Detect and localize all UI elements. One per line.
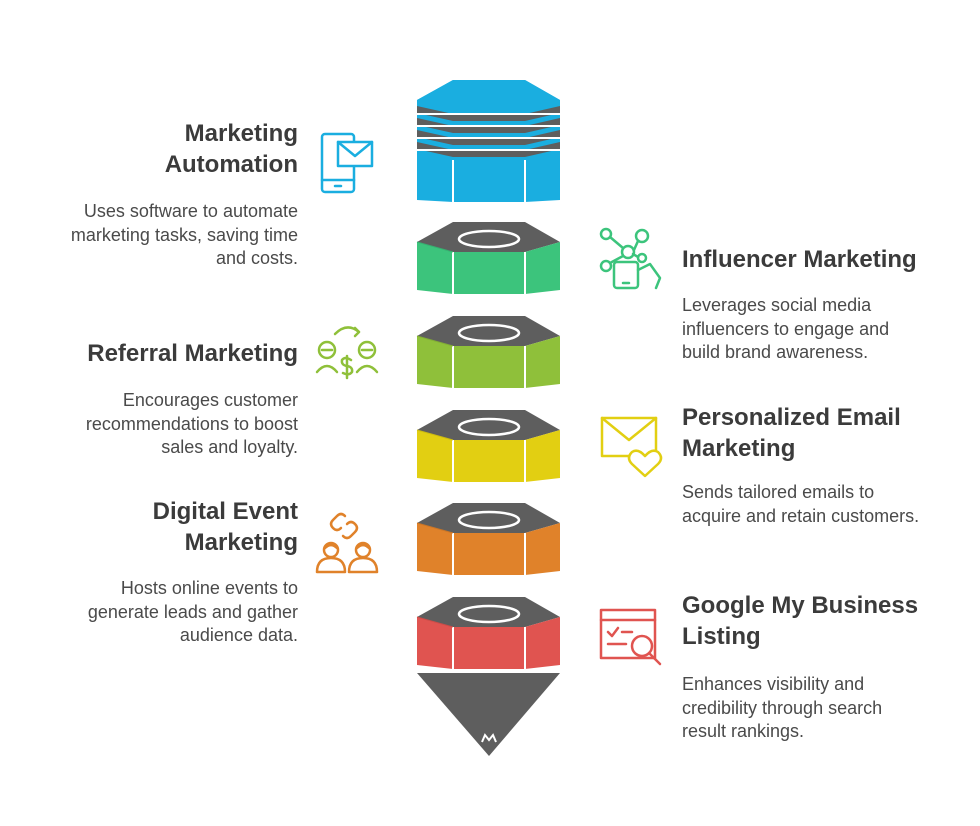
segment-referral-hole <box>457 323 521 343</box>
influencer-marketing-description: Leverages social media influencers to en… <box>682 295 890 362</box>
mobile-email-icon <box>320 132 374 194</box>
segment-influencer-hole <box>457 229 521 249</box>
segment-google-my-business-top <box>417 597 560 627</box>
pencil-tip <box>417 673 560 756</box>
envelope-heart-icon <box>600 416 663 478</box>
segment-influencer-top <box>417 222 560 252</box>
segment-referral-seam <box>416 335 454 347</box>
segment-personalized-email-seam <box>416 429 454 441</box>
referral-marketing-description: Encourages customer recommendations to b… <box>85 390 298 457</box>
google-my-business-listing-title: Google My Business Listing <box>682 592 919 650</box>
segment-personalized-email-top <box>417 410 560 440</box>
digital-event-marketing-description: Hosts online events to generate leads an… <box>87 578 298 645</box>
segment-google-my-business-seam <box>416 616 454 628</box>
segment-top-cap <box>417 80 560 106</box>
pencil-tip-mark <box>481 733 497 743</box>
personalized-email-marketing-description: Sends tailored emails to acquire and ret… <box>682 482 920 526</box>
influencer-marketing-title: Influencer Marketing <box>682 246 917 273</box>
segment-digital-event-hole <box>457 510 521 530</box>
personalized-email-marketing-title: Personalized Email Marketing <box>682 404 901 462</box>
segment-top-band <box>417 118 560 133</box>
segment-top-band <box>417 106 560 121</box>
marketing-automation-description: Uses software to automate marketing task… <box>70 201 298 268</box>
segment-personalized-email-hole <box>457 417 521 437</box>
segment-top-band <box>417 130 560 145</box>
segment-referral-top <box>417 316 560 346</box>
segment-digital-event-seam <box>416 522 454 534</box>
segment-google-my-business-hole <box>457 604 521 624</box>
search-listing-icon <box>599 608 662 666</box>
google-my-business-listing-description: Enhances visibility and credibility thro… <box>682 674 883 741</box>
referral-people-icon <box>315 326 379 380</box>
marketing-automation-title: Marketing Automation <box>164 120 298 178</box>
segment-top-band <box>417 142 560 157</box>
network-hand-icon <box>599 227 662 290</box>
referral-marketing-title: Referral Marketing <box>87 340 298 367</box>
people-link-icon <box>315 512 379 574</box>
segment-digital-event-top <box>417 503 560 533</box>
segment-influencer-seam <box>416 241 454 253</box>
digital-event-marketing-title: Digital Event Marketing <box>152 498 298 556</box>
